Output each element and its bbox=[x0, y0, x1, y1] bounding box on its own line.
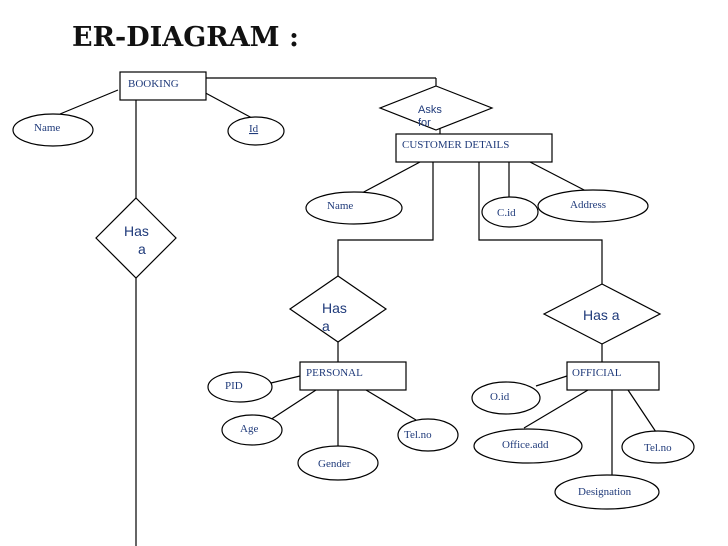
attr-personal-age[interactable]: Age bbox=[221, 414, 283, 446]
entity-booking-label: BOOKING bbox=[128, 78, 179, 90]
attr-booking-id[interactable]: Id bbox=[227, 116, 285, 146]
attr-official-oid[interactable]: O.id bbox=[471, 381, 541, 415]
attr-booking-name-label: Name bbox=[34, 122, 60, 134]
attr-official-officeadd-label: Office.add bbox=[502, 439, 549, 451]
asks-for-line1: Asks bbox=[418, 104, 442, 116]
personal-age-line bbox=[269, 389, 317, 421]
attr-official-designation[interactable]: Designation bbox=[554, 474, 660, 510]
relationship-personal-has-a[interactable]: Has a bbox=[288, 275, 388, 343]
attr-customer-address[interactable]: Address bbox=[537, 189, 649, 223]
attr-customer-address-label: Address bbox=[570, 199, 606, 211]
official-oid-line bbox=[535, 375, 568, 387]
booking-has-a-line1: Has bbox=[124, 223, 149, 239]
attr-personal-pid[interactable]: PID bbox=[207, 371, 273, 403]
customer-address-line bbox=[529, 161, 589, 193]
official-officeadd-line bbox=[523, 389, 589, 429]
attr-booking-id-label: Id bbox=[249, 123, 259, 135]
relationship-asks-for[interactable]: Asks for bbox=[378, 85, 494, 131]
personal-telno-line bbox=[365, 389, 417, 421]
attr-official-telno-label: Tel.no bbox=[644, 442, 672, 454]
official-telno-line bbox=[627, 389, 657, 433]
entity-official[interactable]: OFFICIAL bbox=[566, 361, 660, 391]
attr-customer-cid[interactable]: C.id bbox=[481, 196, 539, 228]
attr-personal-gender[interactable]: Gender bbox=[297, 445, 379, 481]
entity-customer-details[interactable]: CUSTOMER DETAILS bbox=[395, 133, 553, 163]
relationship-official-has-a[interactable]: Has a bbox=[542, 283, 662, 345]
asks-for-line2: for bbox=[418, 117, 431, 129]
entity-personal-label: PERSONAL bbox=[306, 367, 363, 379]
personal-has-a-line1: Has bbox=[322, 300, 347, 316]
booking-has-a-line2: a bbox=[138, 241, 146, 257]
booking-name-line bbox=[59, 89, 119, 115]
attr-personal-pid-label: PID bbox=[225, 380, 243, 392]
attr-personal-gender-label: Gender bbox=[318, 458, 351, 470]
official-has-a-label: Has a bbox=[583, 307, 620, 323]
entity-official-label: OFFICIAL bbox=[572, 367, 622, 379]
attr-customer-name[interactable]: Name bbox=[305, 191, 403, 225]
customer-name-line bbox=[359, 161, 421, 195]
attr-customer-cid-label: C.id bbox=[497, 207, 516, 219]
diagram-title: ER-DIAGRAM : bbox=[72, 22, 299, 53]
attr-official-oid-label: O.id bbox=[490, 391, 510, 403]
entity-personal[interactable]: PERSONAL bbox=[299, 361, 407, 391]
entity-customer-details-label: CUSTOMER DETAILS bbox=[402, 139, 509, 151]
attr-booking-name[interactable]: Name bbox=[12, 113, 94, 147]
connector-lines bbox=[59, 77, 657, 546]
attr-personal-age-label: Age bbox=[240, 423, 258, 435]
booking-id-line bbox=[199, 89, 253, 119]
customer-personal-hasa-line bbox=[337, 162, 434, 276]
attr-official-designation-label: Designation bbox=[578, 486, 632, 498]
personal-has-a-line2: a bbox=[322, 318, 330, 334]
attr-personal-telno[interactable]: Tel.no bbox=[397, 418, 459, 452]
personal-pid-line bbox=[270, 375, 301, 384]
relationship-booking-has-a[interactable]: Has a bbox=[95, 197, 177, 279]
customer-official-hasa-line bbox=[478, 162, 603, 284]
attr-personal-telno-label: Tel.no bbox=[404, 429, 432, 441]
attr-official-officeadd[interactable]: Office.add bbox=[473, 428, 583, 464]
entity-booking[interactable]: BOOKING bbox=[119, 71, 207, 101]
attr-customer-name-label: Name bbox=[327, 200, 353, 212]
attr-official-telno[interactable]: Tel.no bbox=[621, 430, 695, 464]
